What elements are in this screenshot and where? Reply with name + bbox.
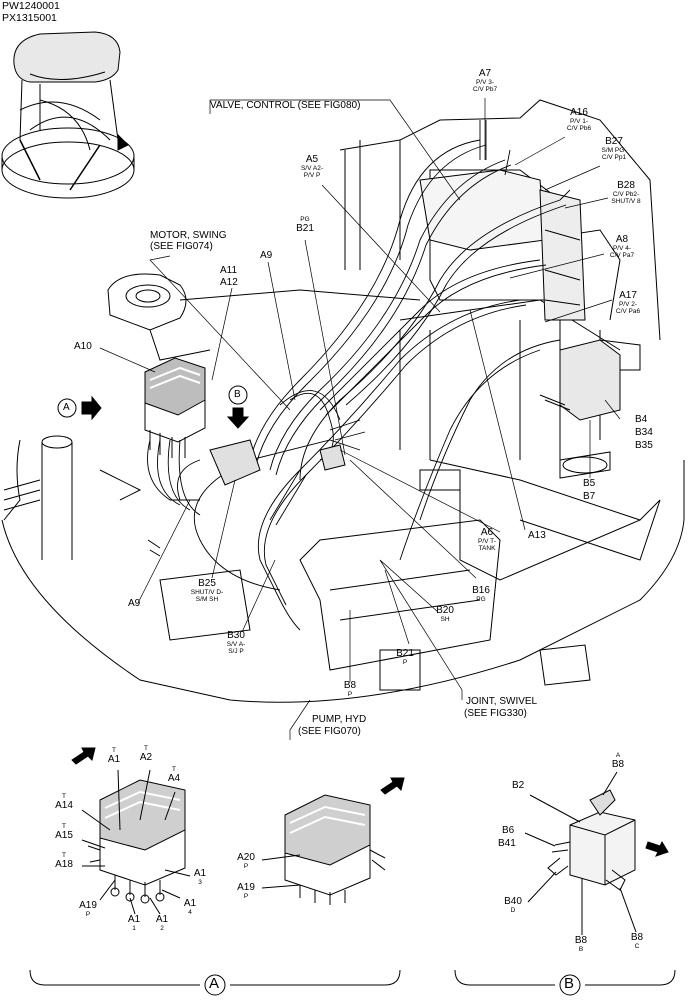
leader-lines [99, 98, 621, 740]
ref-joint-swivel-1: JOINT, SWIVEL [466, 696, 538, 707]
callout-a-letter: A [63, 402, 70, 413]
right-valve-block [539, 339, 641, 421]
view-b-arrow-icon [226, 407, 250, 429]
hose-bundle [147, 120, 571, 631]
upper-frame [1, 99, 685, 703]
label-b34: B34 [635, 427, 653, 438]
figure-code-1: PW1240001 [2, 0, 60, 12]
detail-a-arrow-2-icon [380, 777, 405, 795]
callout-b-letter: B [234, 389, 241, 400]
view-a-marker [57, 398, 77, 418]
ref-joint-swivel-2: (SEE FIG330) [464, 708, 527, 719]
detail-b-b2: B2 [512, 780, 525, 791]
detail-a-valve-2 [261, 777, 405, 905]
label-a9-top: A9 [260, 250, 273, 261]
detail-a-arrow-1-icon [71, 747, 96, 765]
label-b4: B4 [635, 414, 648, 425]
ref-pump-hyd-2: (SEE FIG070) [298, 726, 361, 737]
label-a11: A11 [220, 265, 238, 276]
label-b35: B35 [635, 440, 653, 451]
label-a10: A10 [74, 341, 92, 352]
label-b5: B5 [583, 478, 596, 489]
detail-b-arrow-icon [645, 840, 669, 857]
view-label-a: A [209, 975, 220, 992]
machine-thumbnail [1, 31, 135, 199]
view-label-b: B [564, 975, 575, 992]
ref-motor-swing-1: MOTOR, SWING [150, 230, 227, 241]
ref-pump-hyd-1: PUMP, HYD [312, 714, 367, 725]
figure-code-2: PX1315001 [2, 12, 57, 24]
shutoff-valve-block [209, 439, 346, 486]
detail-a-valve-1 [71, 747, 191, 915]
detail-b-valve [524, 771, 669, 935]
figure-codes: PW1240001 PX1315001 [2, 0, 60, 24]
detail-b-b41: B41 [498, 838, 516, 849]
view-b-marker [228, 385, 248, 405]
ref-motor-swing-2: (SEE FIG074) [150, 241, 213, 252]
control-valve-assembly [419, 169, 586, 321]
label-a12: A12 [220, 277, 238, 288]
detail-b-b6: B6 [502, 825, 515, 836]
pilot-valve-block [144, 357, 206, 458]
view-brackets [29, 969, 676, 996]
label-a13: A13 [528, 530, 546, 541]
label-a9-bottom: A9 [128, 598, 141, 609]
label-b7: B7 [583, 491, 596, 502]
view-a-arrow-icon [81, 395, 102, 421]
ref-valve-control: VALVE, CONTROL (SEE FIG080) [210, 100, 361, 111]
